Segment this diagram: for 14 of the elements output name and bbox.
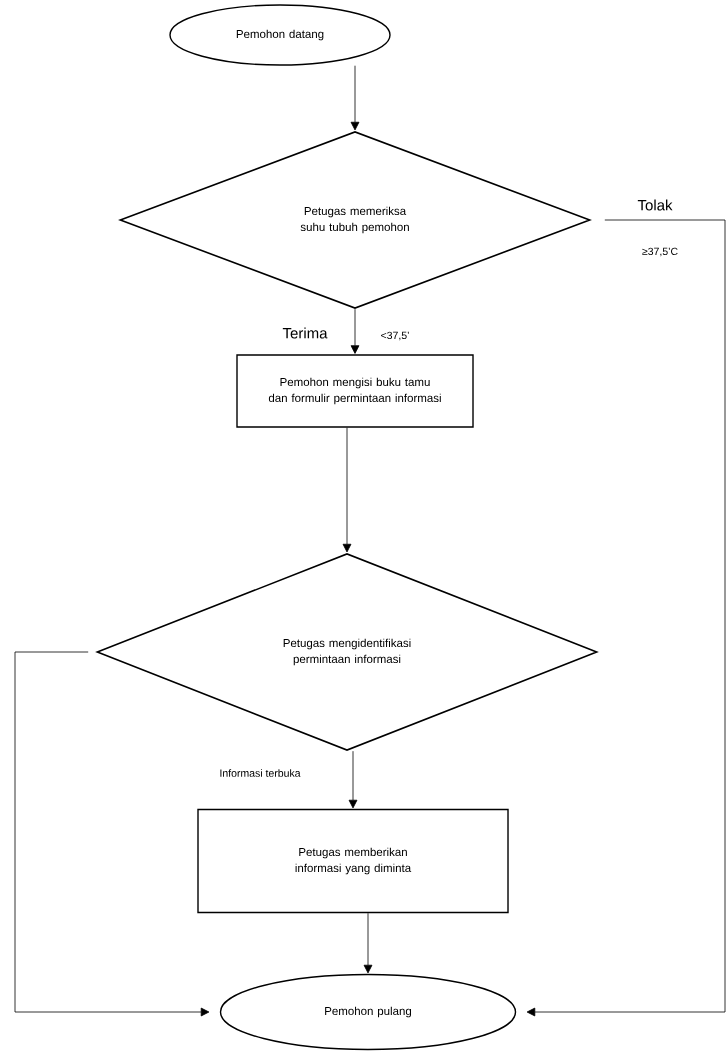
process-box: Petugas memberikan informasi yang diminta — [197, 808, 509, 914]
edge-label: ≥37,5’C — [640, 246, 680, 258]
process-box: Pemohon mengisi buku tamu dan formulir permintaan informasi — [236, 354, 474, 428]
arrow — [348, 750, 358, 809]
arrow — [363, 912, 373, 974]
arrow — [350, 65, 360, 131]
branch-label: Tolak — [637, 199, 673, 211]
edge-label: Informasi terbuka — [218, 768, 302, 778]
arrow — [350, 308, 360, 354]
arrow — [526, 219, 726, 1017]
edge-label: <37,5’ — [379, 330, 411, 342]
branch-label: Terima — [282, 327, 328, 339]
arrow — [342, 427, 352, 553]
arrow — [14, 651, 210, 1017]
